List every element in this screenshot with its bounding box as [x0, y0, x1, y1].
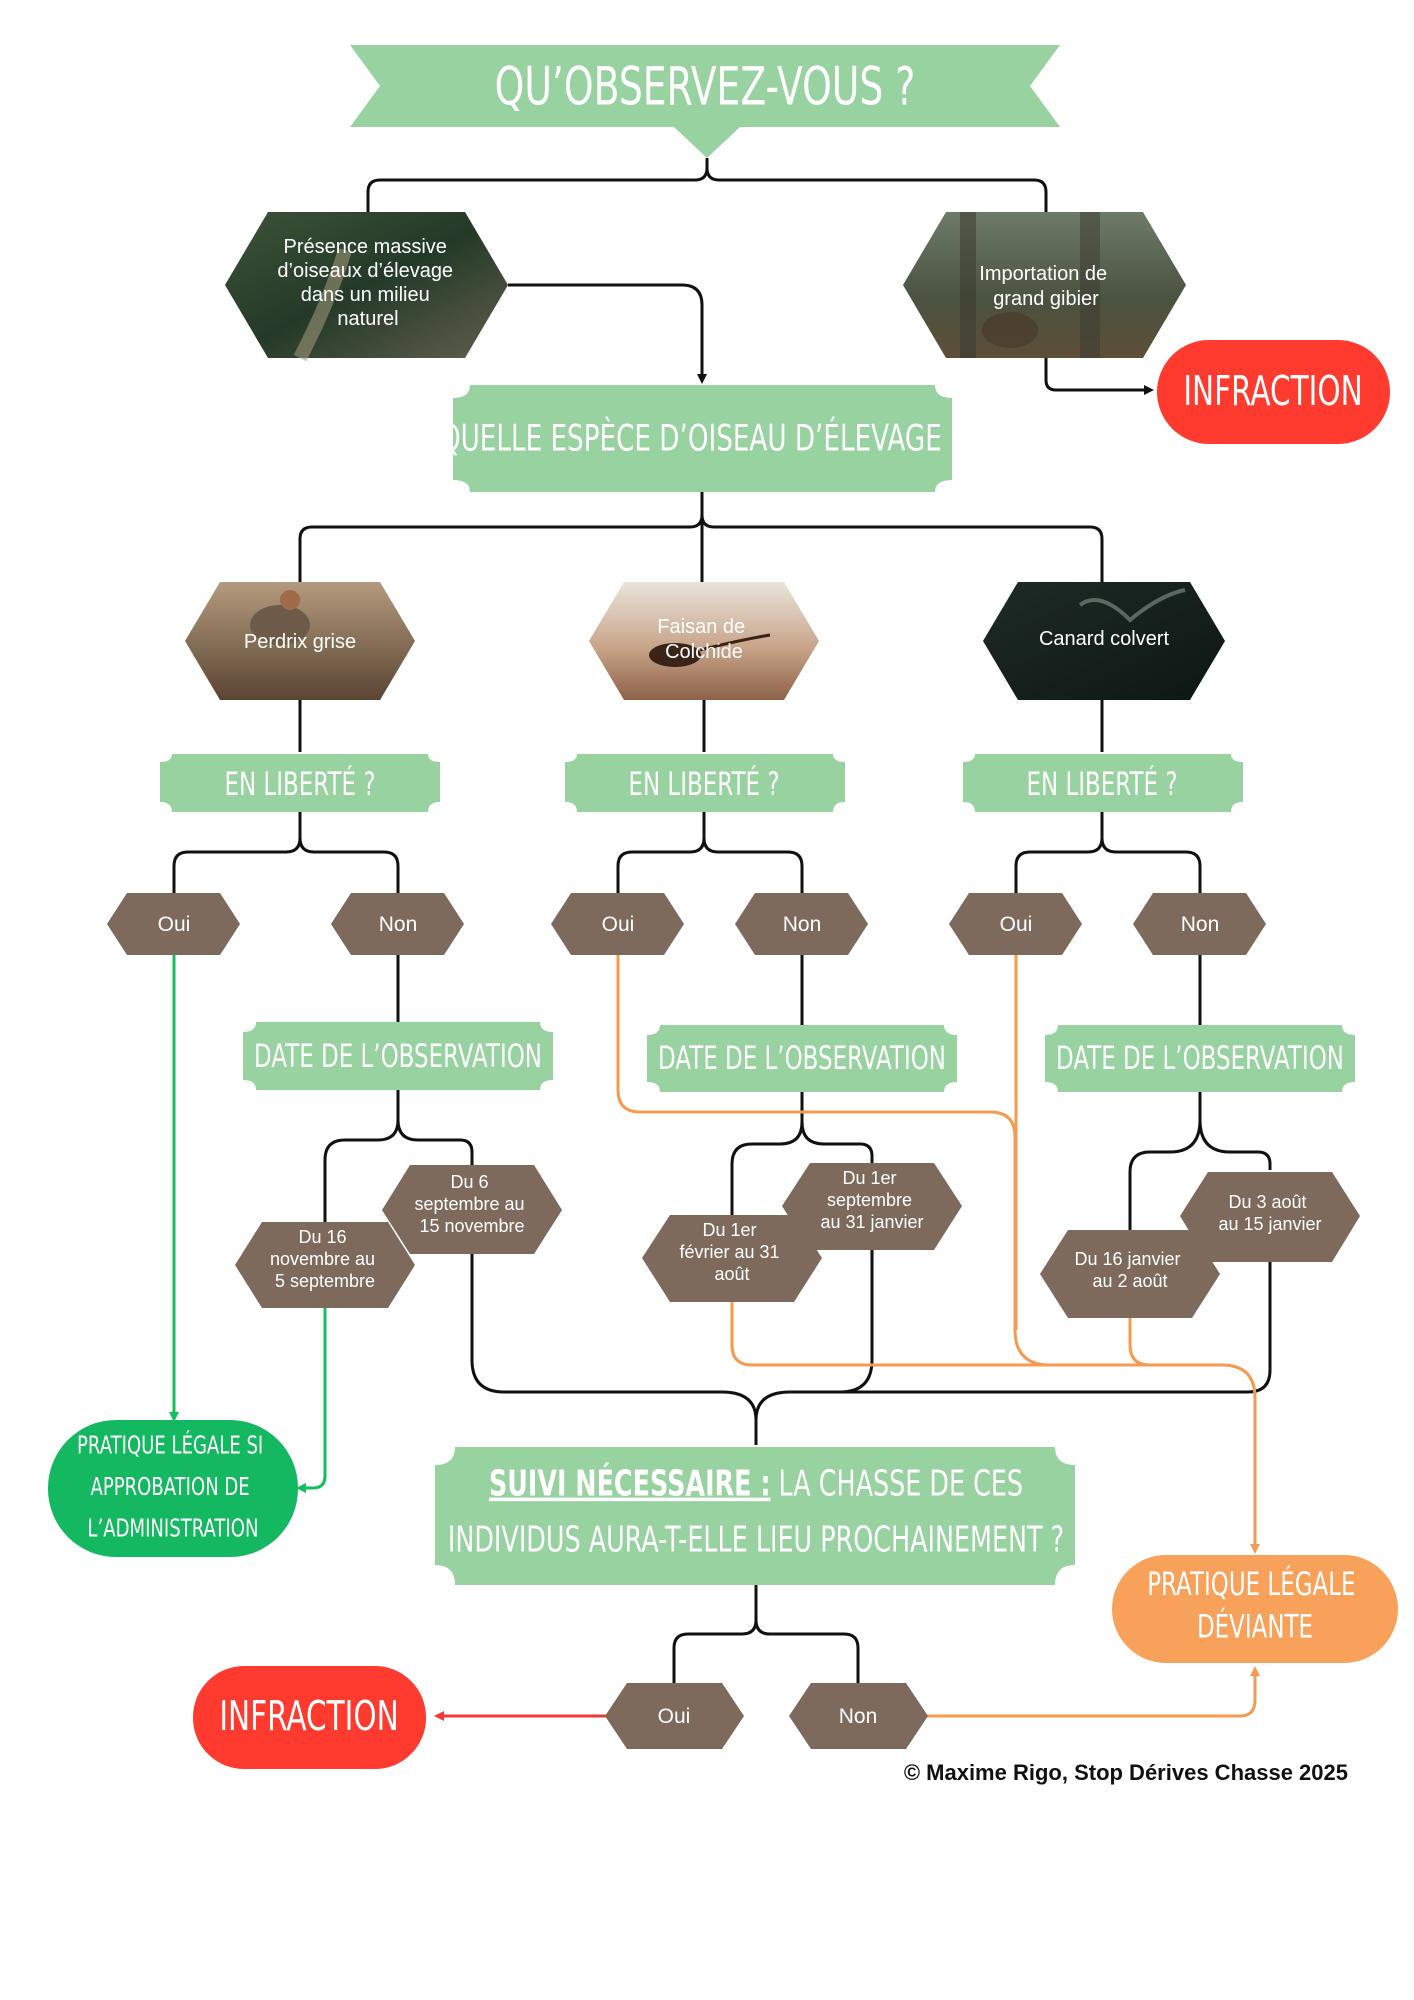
canard-oui-node[interactable]: Oui: [949, 893, 1082, 955]
connectors-black: [172, 158, 1272, 1683]
title-banner: QU’OBSERVEZ-VOUS ?: [350, 45, 1060, 158]
species-question: QUELLE ESPÈCE D’OISEAU D’ÉLEVAGE ?: [440, 416, 964, 460]
infraction-top: INFRACTION: [1157, 340, 1390, 444]
date-banners: [243, 1022, 1355, 1092]
followup-non-node[interactable]: Non: [789, 1683, 928, 1749]
outcome-legal-admin-label: PRATIQUE LÉGALE SI APPROBATION DE L’ADMI…: [77, 1430, 269, 1543]
liberty-banners: [160, 754, 1243, 812]
infraction-bottom: INFRACTION: [193, 1666, 426, 1769]
faisan-non-label: Non: [783, 913, 822, 936]
outcome-legal-deviant: PRATIQUE LÉGALE DÉVIANTE: [1112, 1555, 1398, 1663]
date-range-perdrix-legal[interactable]: Du 16 novembre au 5 septembre: [235, 1222, 415, 1308]
perdrix-oui-node[interactable]: Oui: [107, 893, 240, 955]
connectors-green: [169, 955, 327, 1493]
infraction-bottom-label: INFRACTION: [219, 1693, 398, 1740]
observation-oiseaux-label: Présence massive d’oiseaux d’élevage dan…: [277, 236, 458, 330]
date-question-faisan: DATE DE L’OBSERVATION: [658, 1039, 946, 1077]
species-faisan-label: Faisan de Colchide: [657, 616, 750, 663]
faisan-oui-node[interactable]: Oui: [551, 893, 684, 955]
species-perdrix-label: Perdrix grise: [244, 631, 356, 653]
followup-question-line1: SUIVI NÉCESSAIRE : LA CHASSE DE CES: [489, 1463, 1023, 1504]
outcome-deviant-label: PRATIQUE LÉGALE DÉVIANTE: [1147, 1564, 1363, 1646]
date-range-canard-season-label: Du 3 août au 15 janvier: [1218, 1192, 1321, 1234]
species-perdrix-grise[interactable]: Perdrix grise: [185, 582, 415, 700]
date-range-faisan-offseason-label: Du 1er février au 31 août: [679, 1220, 784, 1284]
followup-non-label: Non: [839, 1705, 878, 1728]
followup-question-line2: INDIVIDUS AURA-T-ELLE LIEU PROCHAINEMENT…: [448, 1519, 1064, 1560]
species-faisan-colchide[interactable]: Faisan de Colchide: [589, 582, 819, 700]
outcome-legal-admin: PRATIQUE LÉGALE SI APPROBATION DE L’ADMI…: [48, 1420, 298, 1557]
species-question-banner: QUELLE ESPÈCE D’OISEAU D’ÉLEVAGE ?: [440, 385, 964, 492]
perdrix-oui-label: Oui: [158, 913, 191, 936]
date-range-faisan-season-label: Du 1er septembre au 31 janvier: [820, 1168, 923, 1232]
date-question-canard: DATE DE L’OBSERVATION: [1056, 1039, 1344, 1077]
canard-non-label: Non: [1181, 913, 1220, 936]
followup-oui-label: Oui: [658, 1705, 691, 1728]
page-title: QU’OBSERVEZ-VOUS ?: [495, 55, 916, 117]
canard-non-node[interactable]: Non: [1133, 893, 1266, 955]
followup-banner: SUIVI NÉCESSAIRE : LA CHASSE DE CES INDI…: [435, 1447, 1075, 1585]
date-question-perdrix: DATE DE L’OBSERVATION: [254, 1037, 542, 1075]
infraction-top-label: INFRACTION: [1183, 368, 1362, 415]
date-range-perdrix-season[interactable]: Du 6 septembre au 15 novembre: [382, 1165, 562, 1254]
date-range-faisan-season[interactable]: Du 1er septembre au 31 janvier: [782, 1163, 962, 1250]
faisan-non-node[interactable]: Non: [735, 893, 868, 955]
species-canard-label: Canard colvert: [1039, 628, 1170, 650]
liberty-question-perdrix: EN LIBERTÉ ?: [224, 764, 375, 803]
date-range-canard-offseason[interactable]: Du 16 janvier au 2 août: [1040, 1230, 1220, 1318]
credit-text: © Maxime Rigo, Stop Dérives Chasse 2025: [904, 1760, 1348, 1785]
observation-oiseaux-elevage[interactable]: Présence massive d’oiseaux d’élevage dan…: [225, 212, 508, 362]
date-range-perdrix-season-label: Du 6 septembre au 15 novembre: [414, 1172, 529, 1236]
connectors-orange: [616, 955, 1260, 1718]
perdrix-non-node[interactable]: Non: [331, 893, 464, 955]
followup-underlined: SUIVI NÉCESSAIRE :: [489, 1463, 771, 1504]
canard-oui-label: Oui: [1000, 913, 1033, 936]
date-range-canard-season[interactable]: Du 3 août au 15 janvier: [1180, 1172, 1360, 1262]
observation-gibier-label: Importation de grand gibier: [979, 263, 1112, 310]
liberty-question-faisan: EN LIBERTÉ ?: [628, 764, 779, 803]
liberty-question-canard: EN LIBERTÉ ?: [1026, 764, 1177, 803]
species-canard-colvert[interactable]: Canard colvert: [983, 582, 1225, 700]
followup-oui-node[interactable]: Oui: [605, 1683, 744, 1749]
date-range-canard-offseason-label: Du 16 janvier au 2 août: [1074, 1249, 1185, 1291]
date-range-perdrix-legal-label: Du 16 novembre au 5 septembre: [270, 1227, 380, 1291]
faisan-oui-label: Oui: [602, 913, 635, 936]
date-range-faisan-offseason[interactable]: Du 1er février au 31 août: [642, 1215, 822, 1302]
perdrix-non-label: Non: [379, 913, 418, 936]
observation-grand-gibier[interactable]: Importation de grand gibier: [903, 212, 1186, 358]
